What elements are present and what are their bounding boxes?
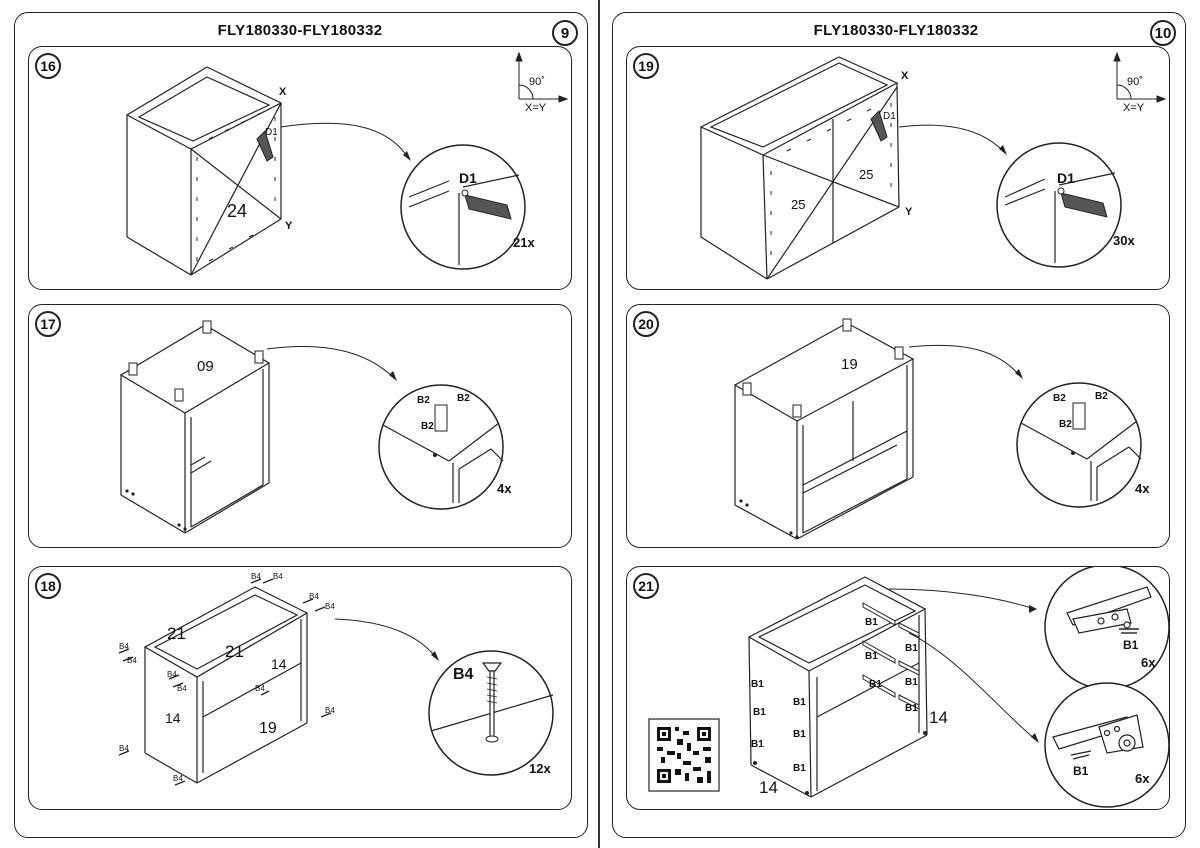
left-page-number: 9 [552, 20, 578, 46]
step-18-part-tag: B4 [251, 572, 261, 581]
step-16-angle: 90˚ [529, 76, 545, 88]
step-19-panel-label-2: 25 [859, 167, 873, 182]
step-21-part-tag: B1 [793, 763, 806, 774]
step-20-count: 4x [1135, 481, 1150, 496]
step-19-count: 30x [1113, 233, 1135, 248]
step-21-part-zoom-bottom: B1 [1073, 764, 1089, 778]
step-21-part-tag: B1 [869, 679, 882, 690]
step-17-part-c: B2 [421, 421, 434, 432]
step-19-part-zoom: D1 [1057, 170, 1075, 186]
step-20-part-b: B2 [1095, 391, 1108, 402]
step-20-diagram: 19 B2 B2 B2 4x [733, 318, 1150, 540]
step-17-part-a: B2 [417, 395, 430, 406]
step-21-panel: 21 [626, 566, 1170, 810]
step-21-part-tag: B1 [905, 643, 918, 654]
step-18-part-tag: B4 [325, 602, 335, 611]
step-17-panel-label: 09 [197, 358, 214, 375]
step-19-angle: 90˚ [1127, 76, 1143, 88]
right-page-frame [612, 12, 1186, 838]
step-17-panel: 17 09 [28, 304, 572, 548]
step-19-part-small: D1 [883, 111, 896, 122]
step-19-number: 19 [633, 53, 659, 79]
step-16-part-small: D1 [265, 127, 278, 138]
step-20-part-a: B2 [1053, 393, 1066, 404]
step-16-axis-x: X [279, 86, 287, 98]
step-16-panel-label: 24 [227, 201, 247, 221]
step-18-label-3: 14 [271, 656, 287, 672]
step-19-panel-label-1: 25 [791, 197, 805, 212]
page-divider [598, 0, 600, 848]
step-21-part-tag: B1 [793, 697, 806, 708]
step-16-number: 16 [35, 53, 61, 79]
step-16-count: 21x [513, 235, 535, 250]
step-21-diagram: B1 B1 B1 B1 B1 B1 B1 B1 B1 B1 B1 B1 14 1… [648, 567, 1170, 808]
step-19-axis-x: X [901, 70, 909, 82]
step-19-panel: 19 25 25 D1 X Y [626, 46, 1170, 290]
step-18-label-5: 19 [259, 720, 277, 737]
step-16-panel: 16 24 D1 X Y [28, 46, 572, 290]
step-17-count: 4x [497, 481, 512, 496]
step-18-number: 18 [35, 573, 61, 599]
step-21-part-tag: B1 [865, 617, 878, 628]
step-19-equation: X=Y [1123, 102, 1145, 114]
step-20-panel-label: 19 [841, 356, 858, 373]
step-21-part-tag: B1 [905, 703, 918, 714]
right-page-title: FLY180330-FLY180332 [813, 22, 979, 39]
step-21-part-tag: B1 [793, 729, 806, 740]
right-page-number: 10 [1150, 20, 1176, 46]
step-17-diagram: 09 B2 B2 B2 4x [119, 320, 512, 534]
step-21-count-top: 6x [1141, 655, 1156, 670]
step-18-label-4: 14 [165, 710, 181, 726]
left-page-title: FLY180330-FLY180332 [217, 22, 383, 39]
step-21-part-tag: B1 [865, 651, 878, 662]
step-18-part-zoom: B4 [453, 666, 474, 683]
step-21-part-zoom-top: B1 [1123, 638, 1139, 652]
step-16-axis-y: Y [285, 220, 293, 232]
step-20-panel: 20 19 [626, 304, 1170, 548]
step-18-part-tag: B4 [127, 656, 137, 665]
step-18-part-tag: B4 [309, 592, 319, 601]
step-21-label-1: 14 [929, 708, 948, 727]
step-20-part-c: B2 [1059, 419, 1072, 430]
left-page-frame [14, 12, 588, 838]
step-16-part-zoom: D1 [459, 170, 477, 186]
step-21-part-tag: B1 [753, 707, 766, 718]
step-18-part-tag: B4 [119, 642, 129, 651]
step-21-part-tag: B1 [751, 739, 764, 750]
step-18-part-tag: B4 [325, 706, 335, 715]
step-20-number: 20 [633, 311, 659, 337]
step-18-label-2: 21 [225, 642, 244, 661]
step-18-part-tag: B4 [173, 774, 183, 783]
step-19-diagram: 25 25 D1 X Y 90˚ X=Y D1 30x [699, 51, 1167, 280]
step-21-label-2: 14 [759, 778, 778, 797]
step-18-part-tag: B4 [119, 744, 129, 753]
step-21-part-tag: B1 [751, 679, 764, 690]
step-18-part-tag: B4 [273, 572, 283, 581]
step-18-part-tag: B4 [255, 684, 265, 693]
step-18-part-tag: B4 [167, 670, 177, 679]
step-18-panel: 18 21 21 14 14 19 B4 B4 [28, 566, 572, 810]
step-16-equation: X=Y [525, 102, 547, 114]
step-18-count: 12x [529, 761, 551, 776]
step-17-part-b: B2 [457, 393, 470, 404]
step-19-axis-y: Y [905, 206, 913, 218]
step-17-number: 17 [35, 311, 61, 337]
step-18-part-tag: B4 [177, 684, 187, 693]
step-21-part-tag: B1 [905, 677, 918, 688]
step-18-diagram: 21 21 14 14 19 B4 B4 B4 B4 B4 B4 B4 B4 B… [118, 572, 554, 786]
step-16-diagram: 24 D1 X Y 90˚ X=Y D1 21x [125, 51, 569, 276]
step-18-label-1: 21 [167, 624, 186, 643]
step-21-number: 21 [633, 573, 659, 599]
step-21-count-bottom: 6x [1135, 771, 1150, 786]
